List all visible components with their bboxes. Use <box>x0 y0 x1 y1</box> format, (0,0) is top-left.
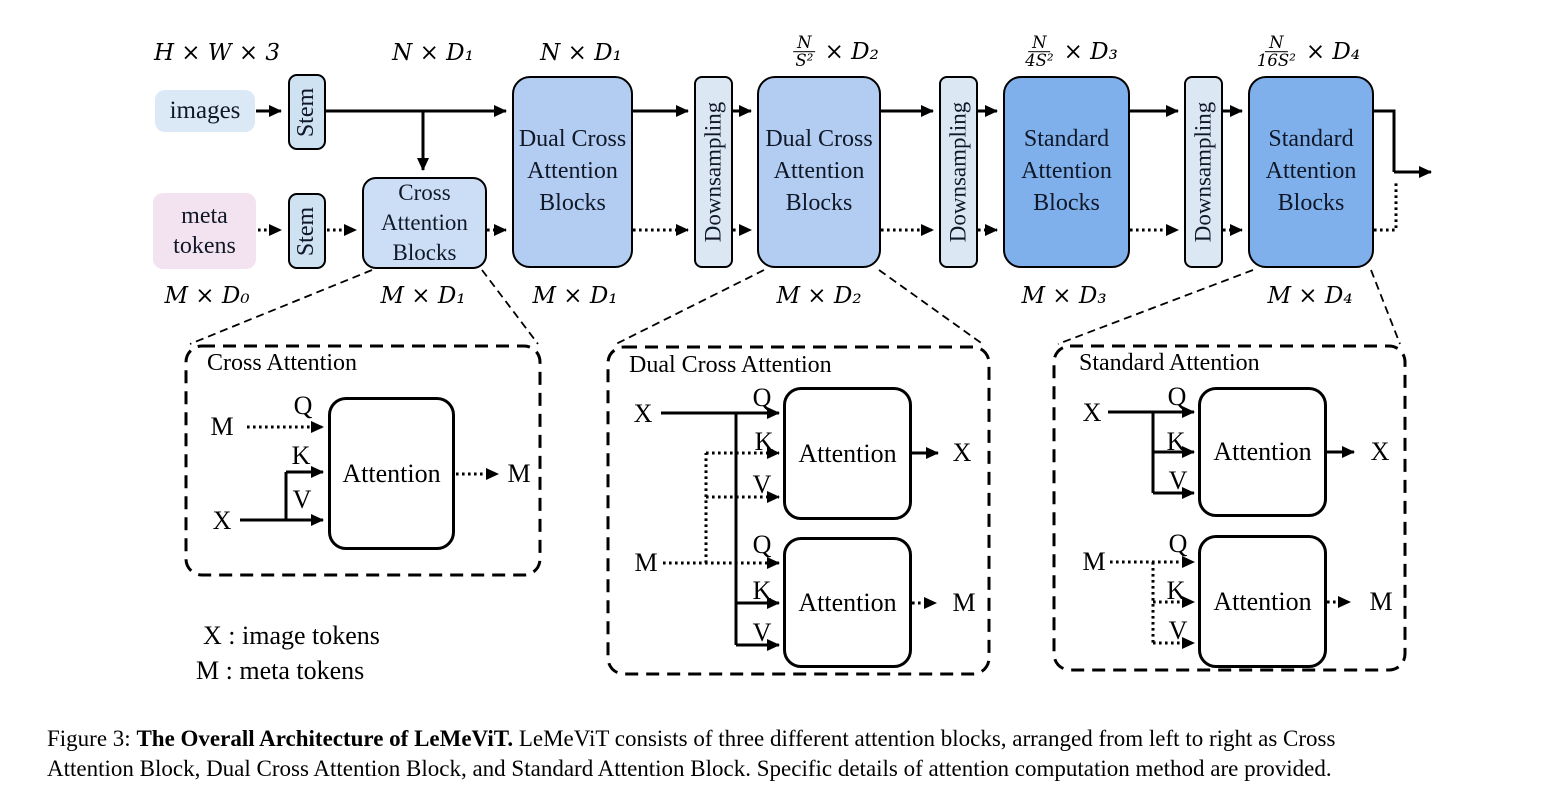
inset-cross-port-k: K <box>291 441 311 470</box>
inset-standard-port-v-lower: V <box>1168 616 1188 645</box>
cross-attention-blocks-label: Cross Attention Blocks <box>381 180 468 265</box>
inset-dual-title: Dual Cross Attention <box>629 352 832 378</box>
legend-m-line: M : meta tokens <box>196 656 365 685</box>
dashed-connector-cross-right <box>481 269 539 345</box>
inset-standard-port-q-upper: Q <box>1167 382 1187 411</box>
inset-dual-input-m: M <box>634 548 658 577</box>
inset-standard-input-m: M <box>1082 547 1106 576</box>
dim-label-md2: M × D₂ <box>776 283 862 309</box>
inset-cross-port-q: Q <box>293 391 313 420</box>
inset-dual-port-k-upper: K <box>754 427 774 456</box>
inset-dual-port-k-lower: K <box>752 576 772 605</box>
dotted-output-elbow <box>1374 182 1398 232</box>
downsampling-box-2: Downsampling <box>939 76 978 268</box>
dashed-connector-standard-right <box>1370 269 1401 345</box>
figure-caption: Figure 3: The Overall Architecture of Le… <box>47 724 1335 784</box>
inset-cross-title: Cross Attention <box>207 350 358 376</box>
downsampling-label-1: Downsampling <box>700 101 726 243</box>
images-input-box: images <box>155 90 255 132</box>
inset-cross-input-x: X <box>212 506 232 535</box>
standard-attention-blocks-box-2: Standard Attention Blocks <box>1248 76 1374 268</box>
meta-tokens-input-box: meta tokens <box>153 193 256 269</box>
caption-line-2: Attention Block, Dual Cross Attention Bl… <box>47 756 1332 781</box>
line-output-elbow-solid <box>1374 109 1396 172</box>
dashed-connector-dual-left <box>613 269 765 346</box>
dual-cross-attention-blocks-box-1: Dual Cross Attention Blocks <box>512 76 633 268</box>
downsampling-box-1: Downsampling <box>694 76 733 268</box>
standard-attention-blocks-box-1: Standard Attention Blocks <box>1003 76 1130 268</box>
dim-label-md4: M × D₄ <box>1267 283 1353 309</box>
inset-cross-attention-box: Attention <box>328 397 455 550</box>
images-label: images <box>169 97 241 124</box>
caption-line1-rest: LeMeViT consists of three different atte… <box>518 726 1336 751</box>
inset-standard-input-x: X <box>1082 398 1102 427</box>
inset-dual-port-q-lower: Q <box>752 530 772 559</box>
stem-label-top: Stem <box>293 87 320 137</box>
inset-standard-output-m: M <box>1369 587 1393 616</box>
inset-standard-port-q-lower: Q <box>1168 529 1188 558</box>
inset-standard-output-x: X <box>1370 437 1390 466</box>
dim-label-hw3: H × W × 3 <box>153 40 281 66</box>
meta-tokens-label: meta tokens <box>173 203 236 259</box>
caption-prefix: Figure 3: <box>47 726 131 751</box>
caption-line-1: Figure 3: The Overall Architecture of Le… <box>47 724 1335 754</box>
dim-label-md0: M × D₀ <box>164 283 250 309</box>
stem-box-bottom: Stem <box>288 193 326 269</box>
inset-dual-attention-box-upper: Attention <box>783 387 912 520</box>
dual-cross-attention-blocks-label-1: Dual Cross Attention Blocks <box>518 126 627 216</box>
inset-standard-attention-box-upper: Attention <box>1198 387 1327 517</box>
caption-bold-title: The Overall Architecture of LeMeViT. <box>136 726 514 751</box>
dashed-connector-dual-right <box>878 269 985 346</box>
inset-standard-port-v-upper: V <box>1168 466 1188 495</box>
downsampling-label-3: Downsampling <box>1190 101 1216 243</box>
inset-dual-port-v-lower: V <box>752 618 772 647</box>
inset-cross-output-m: M <box>507 459 531 488</box>
inset-cross-input-m: M <box>210 412 234 441</box>
cross-attention-blocks-box: Cross Attention Blocks <box>362 177 487 269</box>
legend-x-line: X : image tokens <box>203 621 380 650</box>
inset-dual-input-x: X <box>633 399 653 428</box>
legend: X : image tokens M : meta tokens <box>196 618 380 688</box>
stem-label-bottom: Stem <box>293 206 320 256</box>
inset-standard-attention-box-lower: Attention <box>1198 535 1327 668</box>
dual-cross-attention-blocks-label-2: Dual Cross Attention Blocks <box>765 126 873 216</box>
standard-attention-blocks-label-1: Standard Attention Blocks <box>1021 126 1112 216</box>
standard-attention-blocks-label-2: Standard Attention Blocks <box>1265 126 1357 216</box>
inset-standard-port-k-upper: K <box>1166 427 1186 456</box>
dim-label-nd1-b: N × D₁ <box>540 40 622 66</box>
inset-standard-port-k-lower: K <box>1166 576 1186 605</box>
inset-dual-attention-box-lower: Attention <box>783 537 912 668</box>
stem-box-top: Stem <box>288 74 326 150</box>
inset-dual-output-m: M <box>952 588 976 617</box>
dim-label-md1-a: M × D₁ <box>380 283 466 309</box>
dim-label-md1-b: M × D₁ <box>532 283 618 309</box>
inset-dual-port-v-upper: V <box>752 470 772 499</box>
dim-label-md3: M × D₃ <box>1021 283 1107 309</box>
downsampling-box-3: Downsampling <box>1184 76 1223 268</box>
inset-dual-port-q-upper: Q <box>752 383 772 412</box>
inset-standard-title: Standard Attention <box>1079 350 1260 376</box>
downsampling-label-2: Downsampling <box>945 101 971 243</box>
dual-cross-attention-blocks-box-2: Dual Cross Attention Blocks <box>757 76 881 268</box>
inset-cross-port-v: V <box>292 485 312 514</box>
inset-dual-output-x: X <box>952 438 972 467</box>
dim-label-nd1-a: N × D₁ <box>392 40 474 66</box>
